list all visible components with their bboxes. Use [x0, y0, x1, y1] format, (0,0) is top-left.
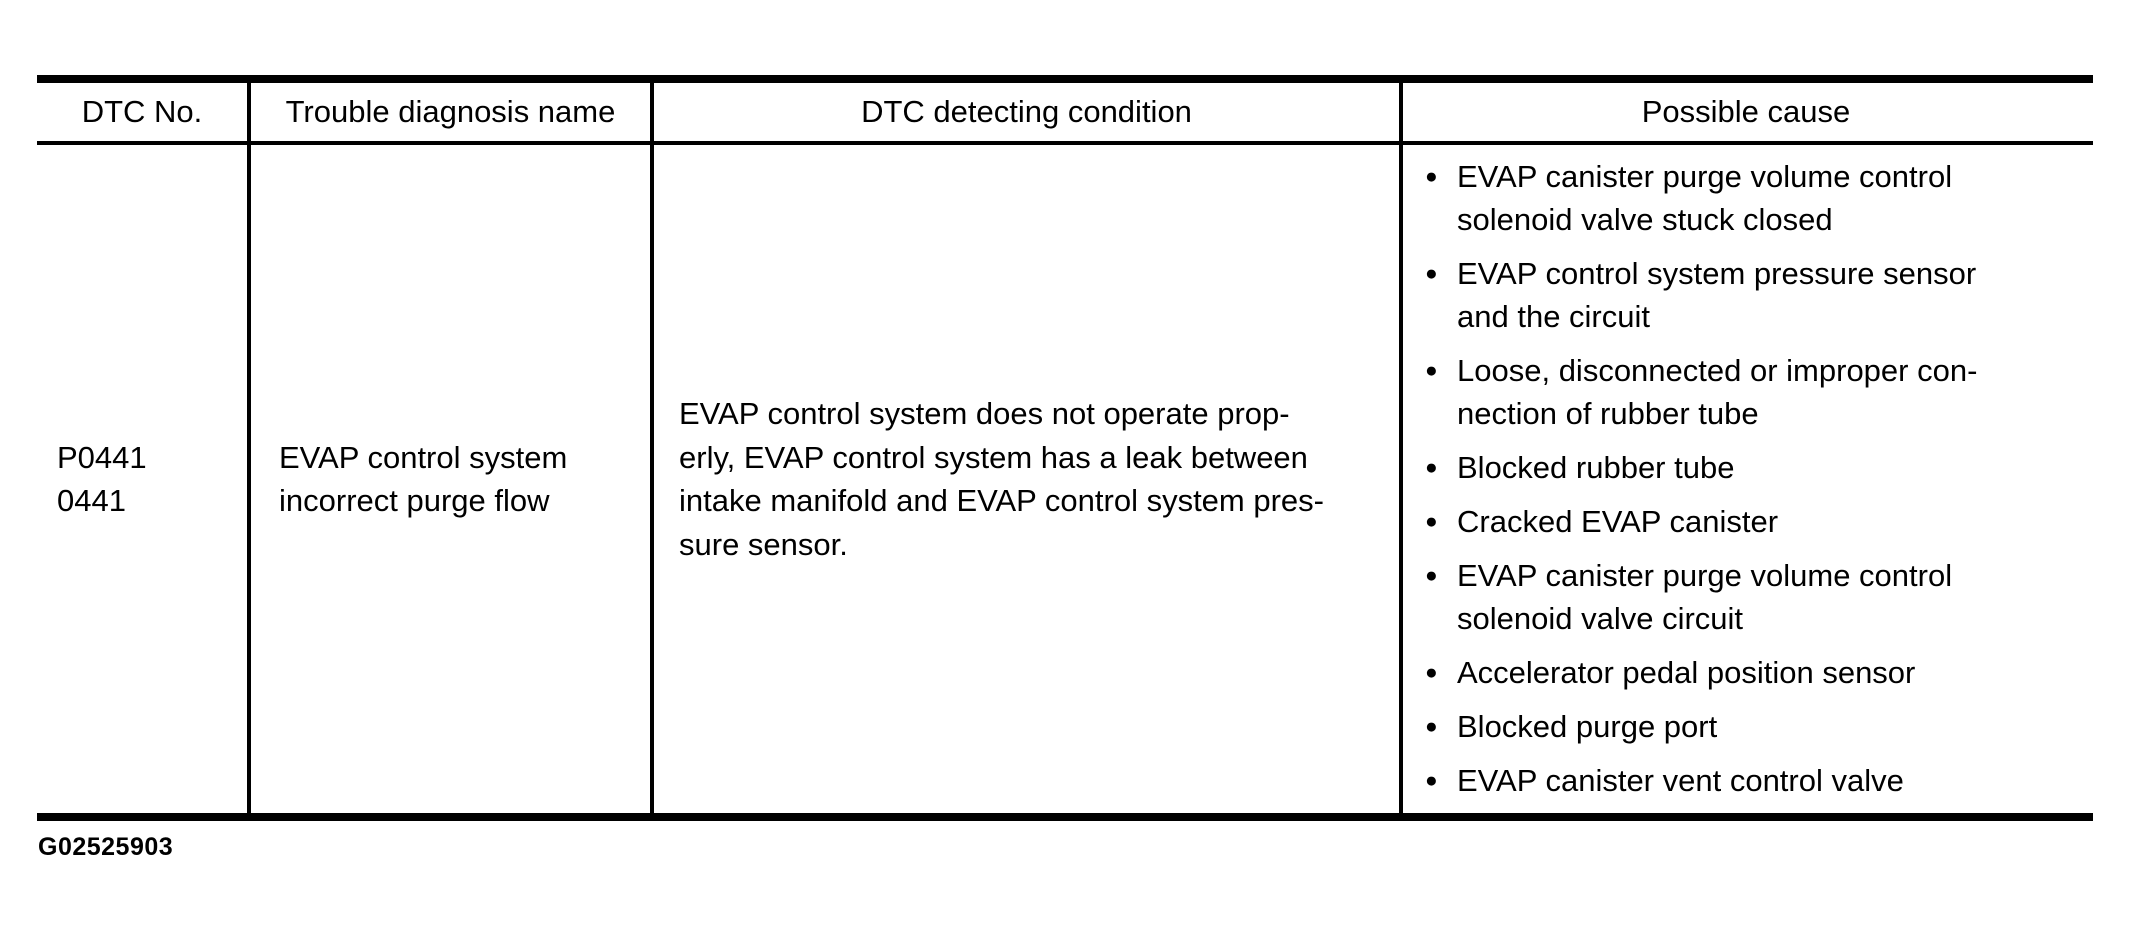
- dtc-number-text: P0441 0441: [57, 440, 147, 518]
- bullet-icon: [1425, 155, 1457, 198]
- possible-cause-text: Accelerator pedal position sensor: [1457, 655, 1916, 690]
- column-header-trouble-diagnosis-name: Trouble diagnosis name: [251, 83, 654, 141]
- possible-cause-text: EVAP canister purge volume control solen…: [1457, 159, 1953, 237]
- possible-cause-list: EVAP canister purge volume control solen…: [1425, 155, 2081, 802]
- possible-cause-text: Blocked purge port: [1457, 709, 1718, 744]
- bullet-icon: [1425, 759, 1457, 802]
- bullet-icon: [1425, 446, 1457, 489]
- column-header-dtc-detecting-condition: DTC detecting condition: [654, 83, 1403, 141]
- cell-trouble-diagnosis-name: EVAP control system incorrect purge flow: [251, 145, 654, 813]
- table-header-row: DTC No. Trouble diagnosis name DTC detec…: [37, 83, 2093, 145]
- bullet-icon: [1425, 705, 1457, 748]
- dtc-table: DTC No. Trouble diagnosis name DTC detec…: [37, 75, 2093, 821]
- possible-cause-text: Cracked EVAP canister: [1457, 504, 1779, 539]
- possible-cause-text: EVAP canister purge volume control solen…: [1457, 558, 1953, 636]
- figure-id: G02525903: [38, 833, 174, 861]
- cell-dtc-no: P0441 0441: [37, 145, 251, 813]
- bullet-icon: [1425, 554, 1457, 597]
- column-header-possible-cause: Possible cause: [1641, 94, 1851, 129]
- possible-cause-item: Accelerator pedal position sensor: [1425, 651, 2081, 694]
- bullet-icon: [1425, 252, 1457, 295]
- possible-cause-item: EVAP canister purge volume control solen…: [1425, 554, 2081, 640]
- possible-cause-text: Blocked rubber tube: [1457, 450, 1735, 485]
- possible-cause-item: EVAP control system pressure sensor and …: [1425, 252, 2081, 338]
- possible-cause-item: Blocked rubber tube: [1425, 446, 2081, 489]
- trouble-diagnosis-name-text: EVAP control system incorrect purge flow: [279, 440, 568, 518]
- bullet-icon: [1425, 500, 1457, 543]
- table-row: P0441 0441 EVAP control system incorrect…: [37, 145, 2093, 813]
- cell-possible-cause: EVAP canister purge volume control solen…: [1403, 145, 2089, 813]
- possible-cause-text: Loose, disconnected or improper con- nec…: [1457, 353, 1978, 431]
- column-header-dtc-no: DTC No.: [37, 83, 251, 141]
- bullet-icon: [1425, 651, 1457, 694]
- possible-cause-text: EVAP canister vent control valve: [1457, 763, 1904, 798]
- cell-dtc-detecting-condition: EVAP control system does not operate pro…: [654, 145, 1403, 813]
- possible-cause-item: EVAP canister vent control valve: [1425, 759, 2081, 802]
- possible-cause-item: EVAP canister purge volume control solen…: [1425, 155, 2081, 241]
- detecting-condition-text: EVAP control system does not operate pro…: [679, 396, 1324, 562]
- possible-cause-text: EVAP control system pressure sensor and …: [1457, 256, 1977, 334]
- possible-cause-item: Blocked purge port: [1425, 705, 2081, 748]
- possible-cause-item: Loose, disconnected or improper con- nec…: [1425, 349, 2081, 435]
- bullet-icon: [1425, 349, 1457, 392]
- possible-cause-item: Cracked EVAP canister: [1425, 500, 2081, 543]
